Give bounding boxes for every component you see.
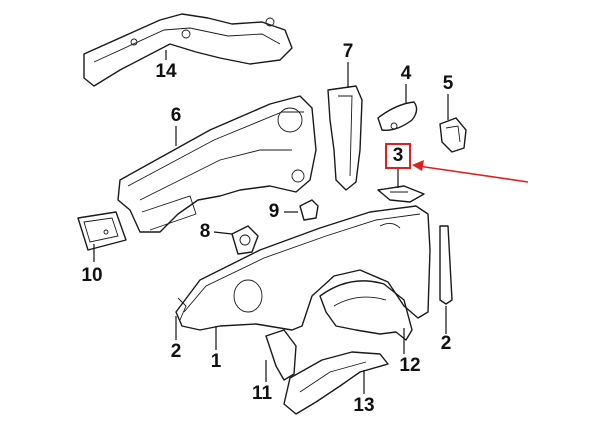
part-14-apron-rail (83, 13, 293, 87)
part-13-lower-liner (283, 351, 389, 415)
callout-11: 11 (251, 383, 273, 404)
leader-lines (93, 50, 449, 394)
callout-2-left: 2 (170, 341, 182, 362)
part-6-inner-fender (117, 95, 317, 233)
part-10-plate (77, 211, 127, 251)
part-1-fender (175, 205, 431, 331)
highlight-box (385, 143, 411, 169)
part-2-molding-left (177, 297, 187, 321)
callout-4: 4 (400, 63, 412, 84)
callout-12: 12 (399, 355, 421, 376)
callout-6: 6 (170, 105, 182, 126)
callout-8: 8 (199, 221, 211, 242)
callout-13: 13 (353, 395, 375, 416)
callout-1: 1 (210, 351, 222, 372)
part-11-splash-shield (265, 329, 297, 381)
callout-7: 7 (342, 41, 354, 62)
part-9-clip (299, 199, 319, 221)
callout-14: 14 (155, 61, 177, 82)
callout-10: 10 (81, 265, 103, 286)
callout-2-right: 2 (440, 333, 452, 354)
part-5-bracket (439, 117, 467, 153)
part-4-cover (377, 101, 418, 131)
callout-5: 5 (442, 73, 454, 94)
part-12-liner (319, 280, 413, 341)
part-7-reinforcement (327, 85, 363, 191)
highlight-arrow (412, 160, 529, 183)
part-2-molding-right (439, 225, 453, 305)
callout-9: 9 (268, 201, 280, 222)
callout-3: 3 (392, 145, 404, 166)
part-8-grommet (231, 225, 259, 255)
part-3-gasket (377, 185, 425, 203)
